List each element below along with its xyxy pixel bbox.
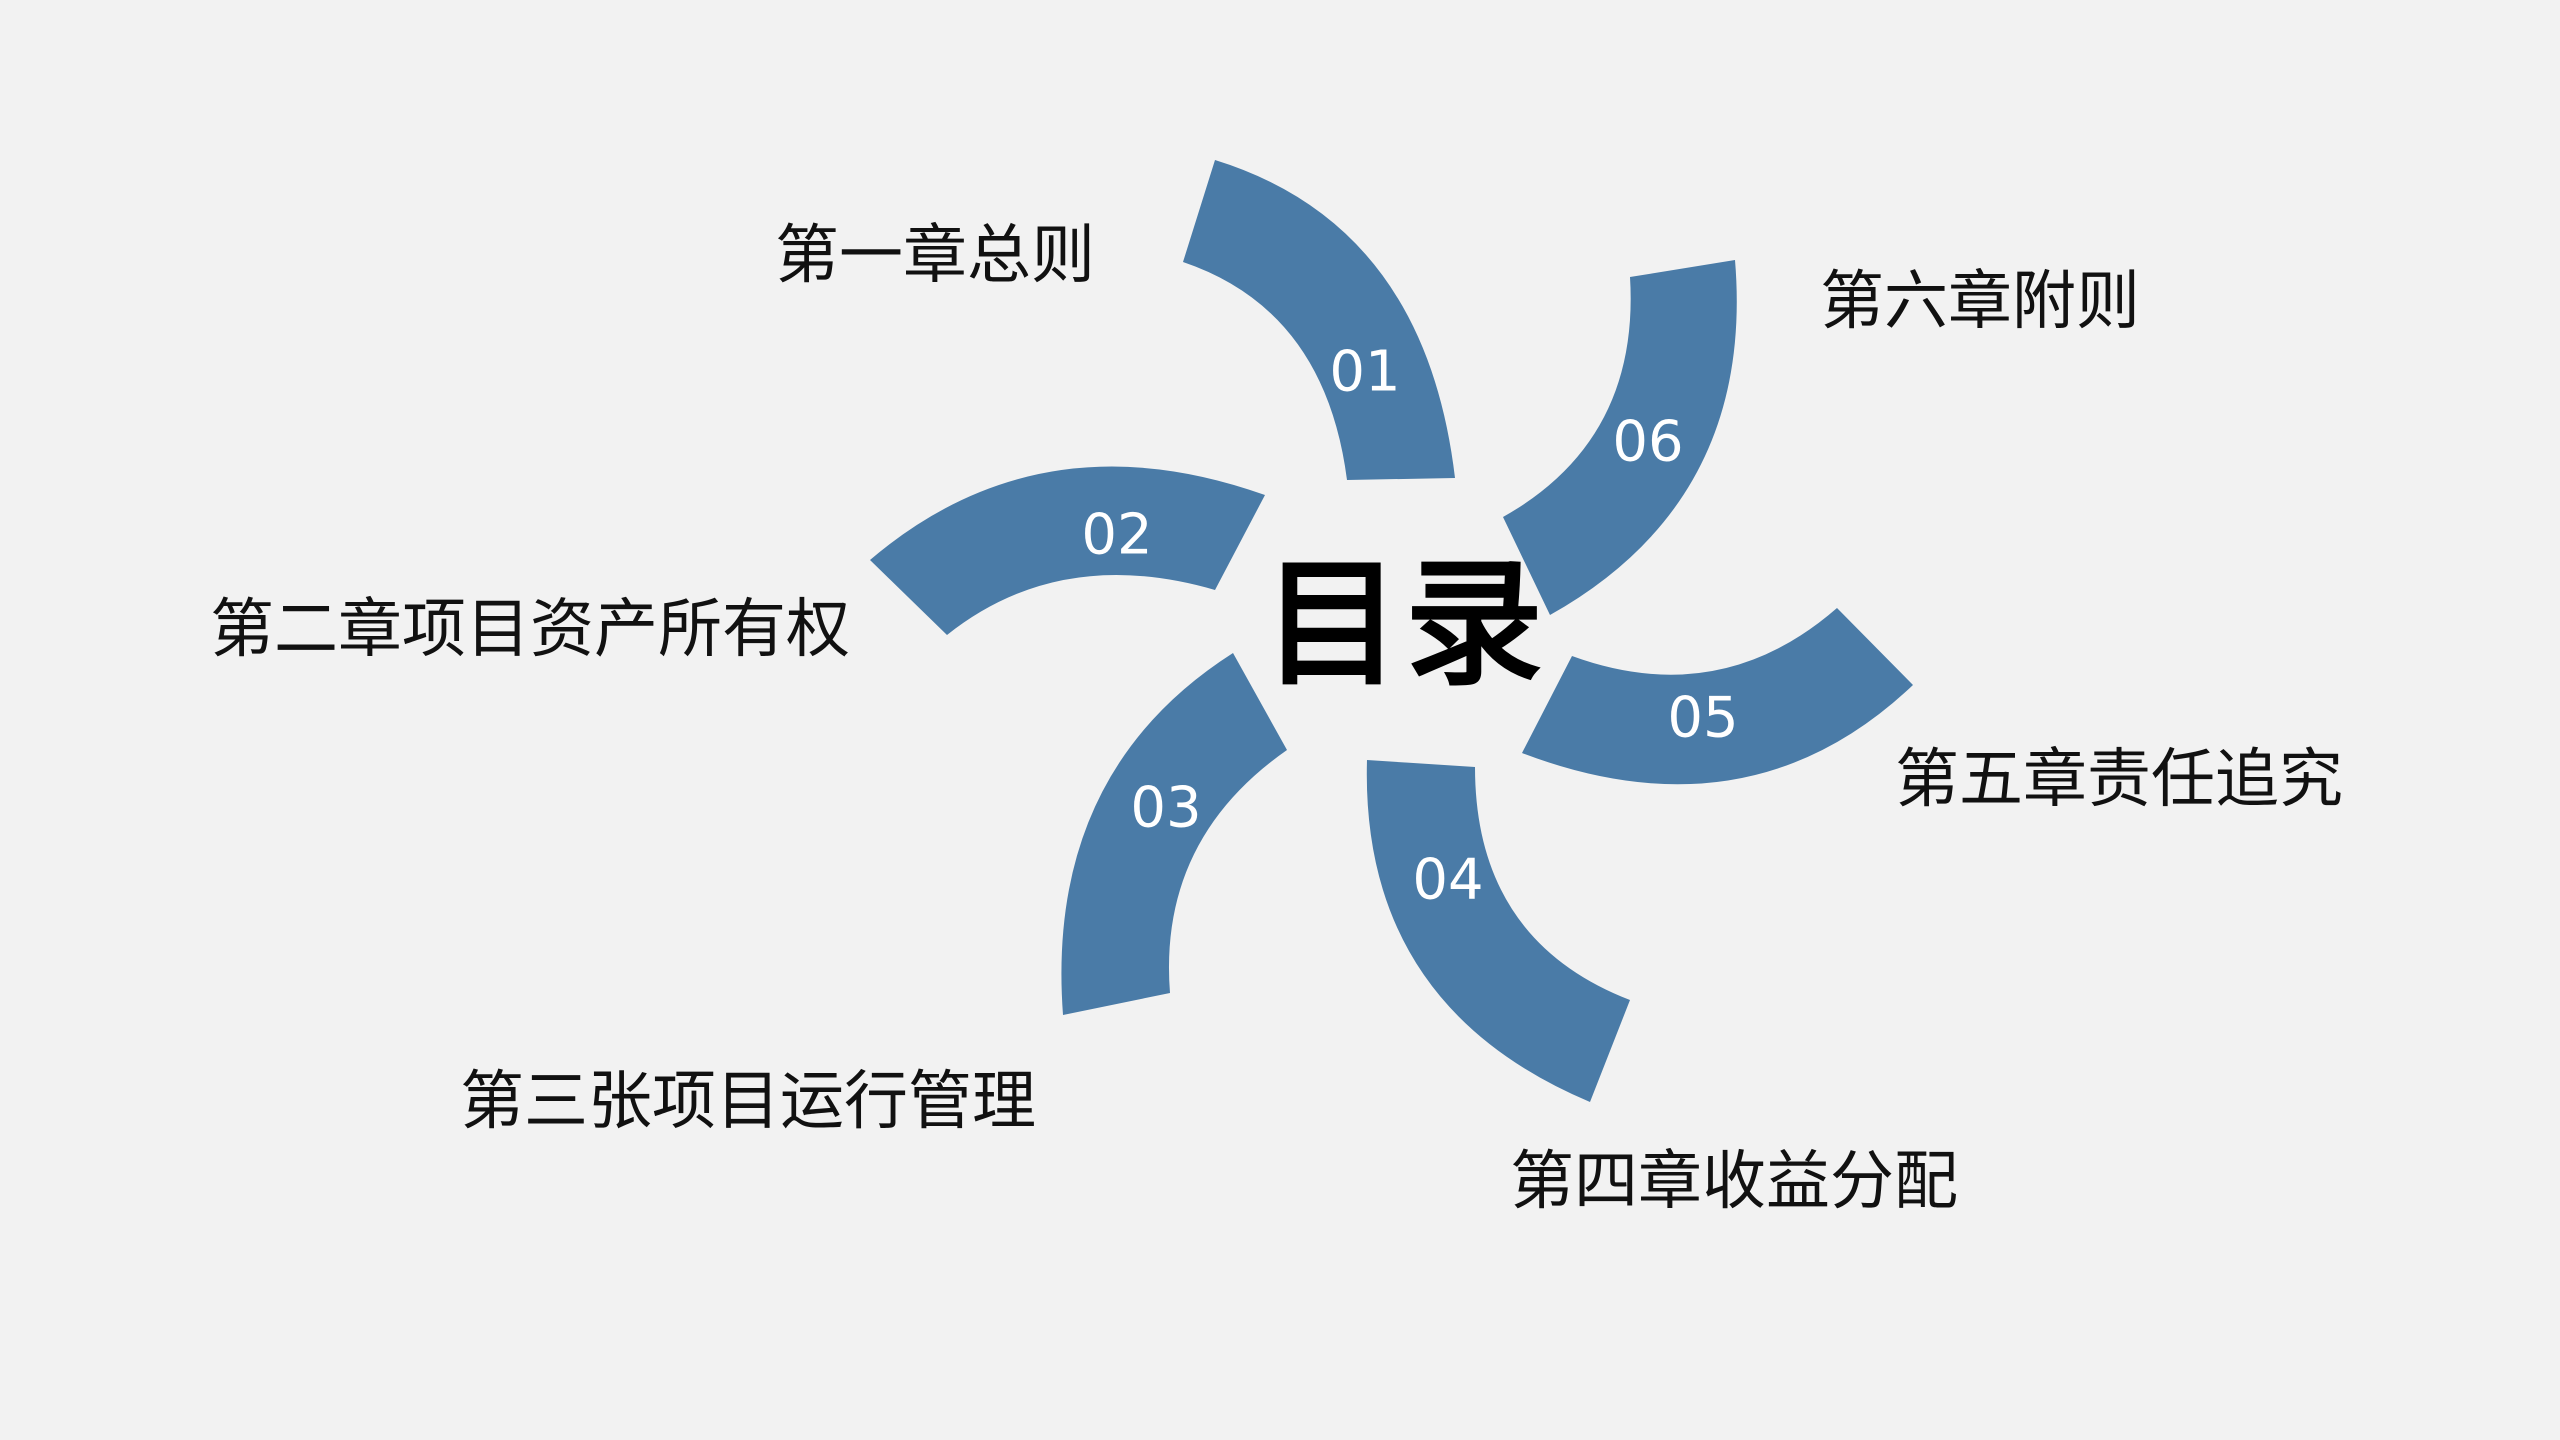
petal-01: 01 [1183,160,1455,480]
chapter-label-01: 第一章总则 [775,219,1095,293]
petal-02: 02 [870,466,1265,635]
chapter-label-04: 第四章收益分配 [1510,1145,1958,1219]
petal-number-02: 02 [1081,503,1152,568]
chapter-label-06: 第六章附则 [1820,265,2140,339]
petal-number-03: 03 [1130,776,1201,841]
petal-06: 06 [1503,260,1737,615]
petal-number-01: 01 [1329,340,1400,405]
petal-number-06: 06 [1612,410,1683,475]
petal-05: 05 [1522,608,1913,785]
toc-title: 目录 [1262,544,1547,705]
chapter-label-05: 第五章责任追究 [1895,743,2343,817]
petal-number-05: 05 [1667,686,1738,751]
petal-04: 04 [1366,760,1630,1102]
petal-number-04: 04 [1412,848,1483,913]
chapter-label-03: 第三张项目运行管理 [460,1065,1036,1139]
chapter-label-02: 第二章项目资产所有权 [210,593,850,667]
petal-03: 03 [1061,653,1287,1015]
